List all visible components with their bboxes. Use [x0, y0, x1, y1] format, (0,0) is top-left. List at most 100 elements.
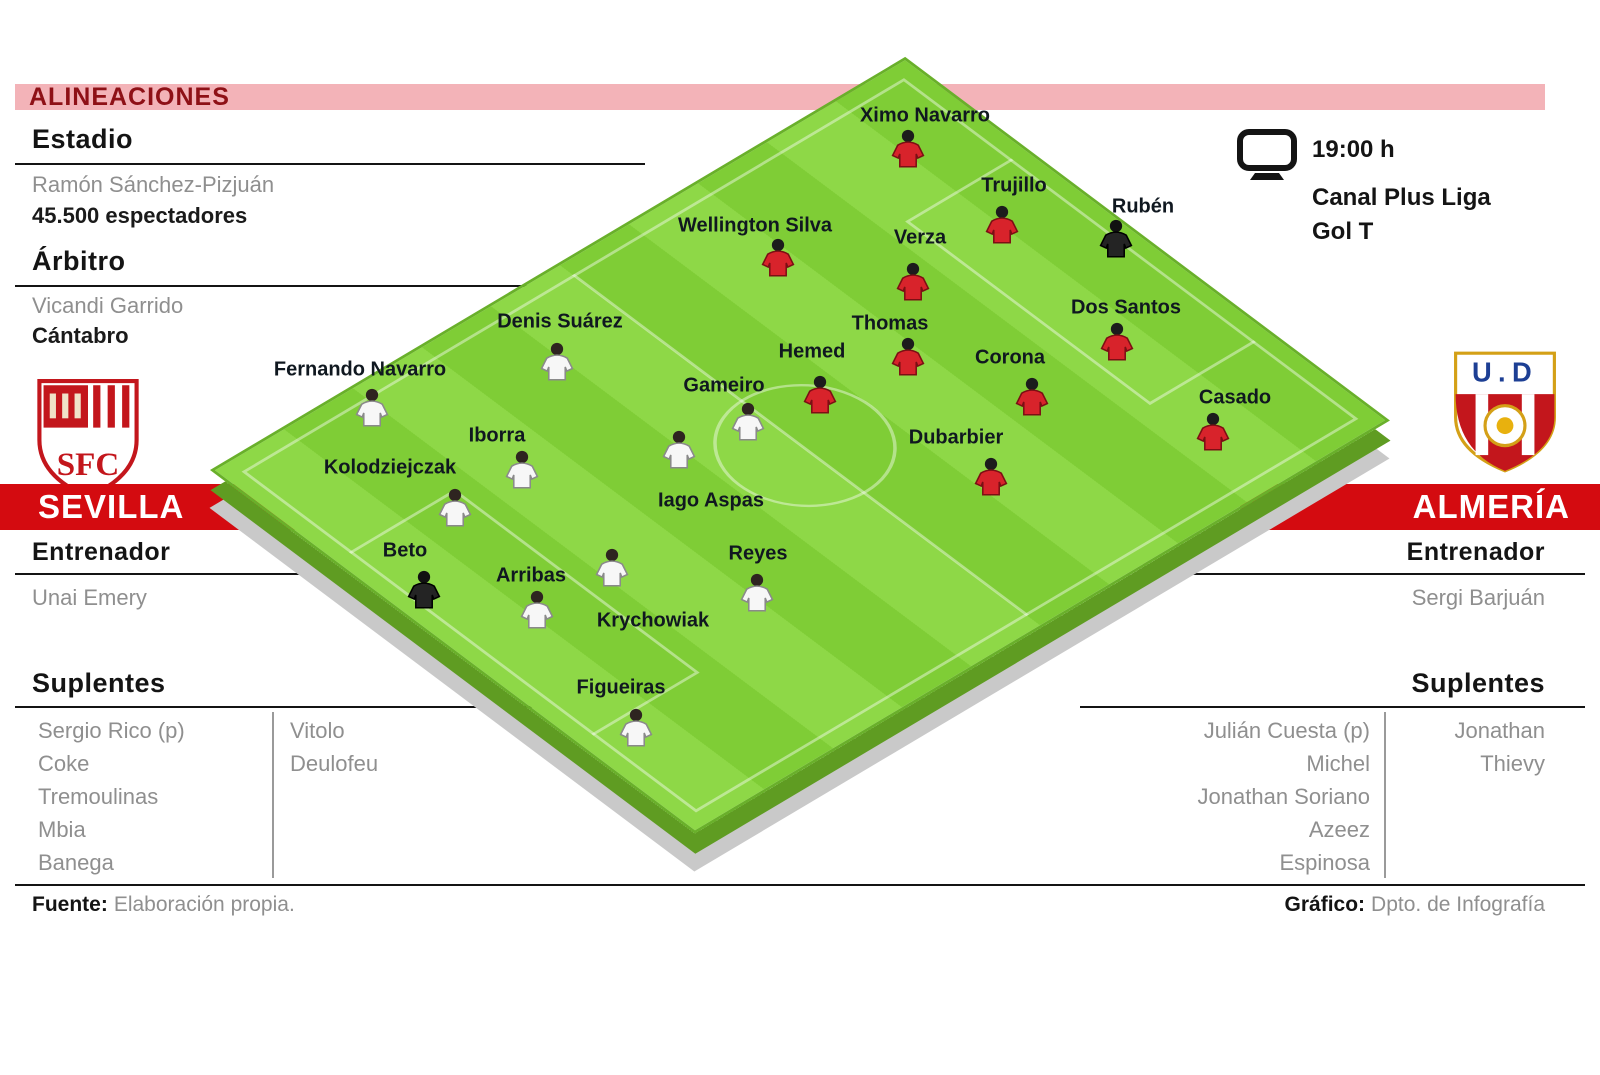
- divider: [1080, 706, 1585, 708]
- player-name-label: Arribas: [495, 564, 567, 587]
- player-name-label: Iborra: [468, 424, 526, 447]
- player-figure-sevilla: [662, 430, 696, 474]
- attendance: 45.500 espectadores: [32, 203, 248, 228]
- player-figure-sevilla: [595, 548, 629, 592]
- referee-region: Cántabro: [32, 323, 129, 348]
- almeria-crest: U.D: [1452, 350, 1558, 479]
- player-name-label: Reyes: [728, 542, 788, 565]
- player-name-label: Ximo Navarro: [859, 104, 991, 127]
- substitute-name: Michel: [1306, 751, 1370, 776]
- player-figure-sevilla: [520, 590, 554, 634]
- source-text: Elaboración propia.: [113, 893, 295, 916]
- substitute-name: Banega: [38, 850, 114, 875]
- player-name-label: Thomas: [851, 312, 929, 335]
- away-team-band: ALMERÍA: [1240, 484, 1600, 530]
- player-figure-sevilla: [438, 488, 472, 532]
- away-team-name: ALMERÍA: [1412, 488, 1570, 525]
- substitute-name: Vitolo: [290, 718, 345, 743]
- player-name-label: Figueiras: [576, 676, 666, 699]
- player-figure-almeria: [891, 129, 925, 173]
- stadium-name: Ramón Sánchez-Pizjuán: [32, 172, 275, 197]
- player-figure-sevilla: [355, 388, 389, 432]
- player-name-label: Rubén: [1111, 195, 1175, 218]
- player-figure-sevilla: [731, 402, 765, 446]
- tv-channel-1: Canal Plus Liga: [1312, 184, 1491, 211]
- substitute-name: Mbia: [38, 817, 86, 842]
- player-figure-almeria: [1015, 377, 1049, 421]
- away-subs-heading: Suplentes: [1411, 668, 1545, 698]
- player-figure-sevilla-goalkeeper: [407, 570, 441, 614]
- player-figure-almeria: [1196, 412, 1230, 456]
- referee-name: Vicandi Garrido: [32, 293, 184, 318]
- divider: [15, 163, 645, 165]
- player-name-label: Fernando Navarro: [273, 358, 447, 381]
- substitute-name: Azeez: [1308, 817, 1370, 842]
- player-name-label: Gameiro: [683, 374, 765, 397]
- divider: [15, 573, 335, 575]
- source-note: Fuente:Elaboración propia.: [32, 893, 295, 917]
- stadium-heading: Estadio: [32, 124, 134, 154]
- substitute-name: Tremoulinas: [38, 784, 159, 809]
- player-figure-sevilla: [619, 708, 653, 752]
- substitute-name: Sergio Rico (p): [38, 718, 185, 743]
- header-bar: ALINEACIONES: [15, 84, 1545, 110]
- home-team-name: SEVILLA: [38, 488, 185, 525]
- player-name-label: Corona: [975, 346, 1045, 369]
- substitute-name: Deulofeu: [290, 751, 379, 776]
- sevilla-crest: SFC: [36, 378, 140, 505]
- player-figure-almeria: [803, 375, 837, 419]
- player-name-label: Hemed: [778, 340, 846, 363]
- page-title: ALINEACIONES: [29, 83, 230, 111]
- tv-channel-2: Gol T: [1312, 218, 1374, 245]
- footer-rule: [15, 884, 1585, 886]
- player-figure-almeria-goalkeeper: [1099, 219, 1133, 263]
- player-figure-almeria: [974, 457, 1008, 501]
- player-figure-sevilla: [540, 342, 574, 386]
- substitute-name: Jonathan Soriano: [1197, 784, 1370, 809]
- player-figure-almeria: [891, 337, 925, 381]
- player-name-label: Iago Aspas: [658, 489, 764, 512]
- column-divider: [1384, 712, 1386, 878]
- substitute-name: Espinosa: [1279, 850, 1370, 875]
- player-name-label: Dos Santos: [1070, 296, 1182, 319]
- player-name-label: Beto: [382, 539, 428, 562]
- column-divider: [272, 712, 274, 878]
- away-coach-name: Sergi Barjuán: [1411, 585, 1545, 610]
- player-figure-sevilla: [740, 573, 774, 617]
- substitute-name: Coke: [38, 751, 90, 776]
- player-figure-almeria: [896, 262, 930, 306]
- credit-label: Gráfico:: [1284, 893, 1366, 916]
- player-name-label: Wellington Silva: [677, 214, 833, 237]
- kickoff-time: 19:00 h: [1312, 136, 1395, 163]
- sevilla-monogram: SFC: [57, 447, 119, 483]
- player-figure-almeria: [761, 238, 795, 282]
- player-name-label: Dubarbier: [908, 426, 1004, 449]
- player-name-label: Krychowiak: [596, 609, 710, 632]
- home-coach-name: Unai Emery: [32, 585, 147, 610]
- player-name-label: Casado: [1198, 386, 1272, 409]
- home-coach-heading: Entrenador: [32, 538, 171, 566]
- almeria-monogram: U.D: [1472, 357, 1538, 388]
- tv-icon: [1236, 128, 1298, 187]
- substitute-name: Thievy: [1480, 751, 1545, 776]
- divider: [15, 285, 645, 287]
- credit-note: Gráfico:Dpto. de Infografía: [1285, 893, 1545, 917]
- substitute-name: Jonathan: [1454, 718, 1545, 743]
- substitute-name: Julián Cuesta (p): [1203, 718, 1370, 743]
- player-name-label: Verza: [893, 226, 947, 249]
- home-subs-heading: Suplentes: [32, 668, 166, 698]
- credit-text: Dpto. de Infografía: [1371, 893, 1545, 916]
- player-figure-almeria: [1100, 322, 1134, 366]
- referee-heading: Árbitro: [32, 246, 126, 276]
- player-name-label: Trujillo: [981, 174, 1047, 197]
- divider: [1155, 573, 1585, 575]
- divider: [15, 706, 645, 708]
- player-name-label: Denis Suárez: [497, 310, 623, 333]
- player-figure-sevilla: [505, 450, 539, 494]
